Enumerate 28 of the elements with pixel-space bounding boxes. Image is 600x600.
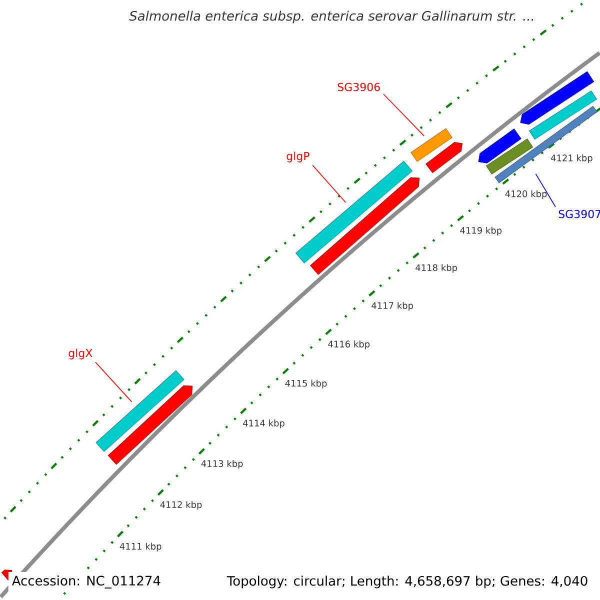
gene-bar (410, 128, 452, 162)
gene-feature (478, 128, 522, 164)
gene-bar (96, 370, 184, 452)
gene-bar (494, 106, 598, 184)
gene-label: glgX (68, 348, 92, 360)
leader-line (312, 164, 346, 203)
tick-label: 4112 kbp (160, 501, 202, 510)
tick-label: 4113 kbp (201, 460, 243, 469)
gene-label: SG3906 (338, 82, 380, 92)
title: Salmonella enterica subsp. enterica serovar Gallinarum str. ... (129, 10, 534, 24)
tick-label: 4119 kbp (460, 226, 502, 236)
leader-line (535, 173, 556, 208)
tick-label: 4114 kbp (243, 420, 284, 428)
info-text: Accession: NC_011274 (8, 572, 165, 592)
gene-feature (520, 71, 594, 125)
gene-label: glgP (286, 152, 310, 162)
tick-label: 4118 kbp (416, 264, 458, 273)
tick-label: 4121 kbp (550, 154, 592, 164)
gene-feature (108, 385, 192, 465)
leader-line (95, 362, 132, 402)
tick-label: 4117 kbp (372, 302, 414, 311)
info-text: Topology: circular; Length: 4,658,697 bp; Genes: 4,040 (223, 572, 592, 592)
tick-label: 4111 kbp (120, 542, 162, 552)
tick-label: 4115 kbp (285, 380, 327, 388)
tick-label: 4120 kbp (505, 190, 547, 199)
leader-line (382, 94, 424, 136)
tick-label: 4116 kbp (328, 340, 370, 350)
gene-feature (426, 142, 462, 174)
